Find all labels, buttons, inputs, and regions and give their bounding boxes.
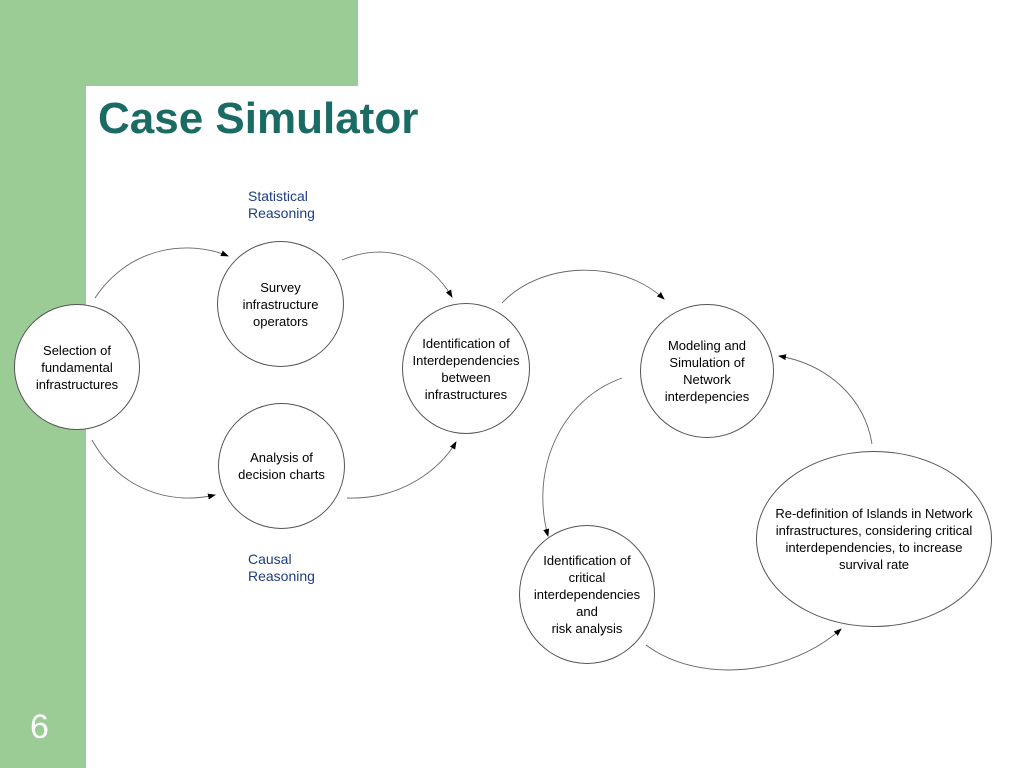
node-critical-risk-analysis: Identification of critical interdependen…: [519, 525, 655, 664]
arrow-analysis-to-identification: [346, 441, 457, 499]
node-identification-label: Identification of Interdependencies betw…: [412, 335, 520, 402]
node-survey-label: Survey infrastructure operators: [242, 279, 319, 329]
node-identification-interdependencies: Identification of Interdependencies betw…: [402, 303, 530, 434]
arrow-selection-to-survey: [94, 247, 229, 299]
node-redefinition-label: Re-definition of Islands in Network infr…: [775, 506, 973, 572]
slide-number: 6: [30, 708, 49, 746]
node-redefinition-islands: Re-definition of Islands in Network infr…: [756, 451, 992, 627]
node-survey-operators: Survey infrastructure operators: [217, 241, 344, 367]
statistical-reasoning-label: Statistical Reasoning: [248, 188, 315, 221]
node-modeling-simulation: Modeling and Simulation of Network inter…: [640, 304, 774, 438]
node-analysis-label: Analysis of decision charts: [238, 450, 325, 482]
arrow-modeling-to-critical: [542, 377, 623, 537]
arrow-survey-to-identification: [341, 251, 453, 298]
arrow-selection-to-analysis: [91, 439, 216, 500]
arrow-critical-to-redefinition: [645, 628, 842, 671]
slide-title: Case Simulator: [98, 94, 419, 143]
arrow-redefinition-to-modeling: [778, 354, 873, 445]
node-modeling-label: Modeling and Simulation of Network inter…: [664, 338, 750, 404]
node-analysis-decision-charts: Analysis of decision charts: [218, 403, 345, 529]
node-critical-label: Identification of critical interdependen…: [533, 553, 641, 636]
node-selection-of-infrastructures: Selection of fundamental infrastructures: [14, 304, 140, 430]
node-selection-label: Selection of fundamental infrastructures: [35, 342, 119, 392]
arrow-identification-to-modeling: [501, 269, 665, 304]
causal-reasoning-label: Causal Reasoning: [248, 551, 315, 584]
